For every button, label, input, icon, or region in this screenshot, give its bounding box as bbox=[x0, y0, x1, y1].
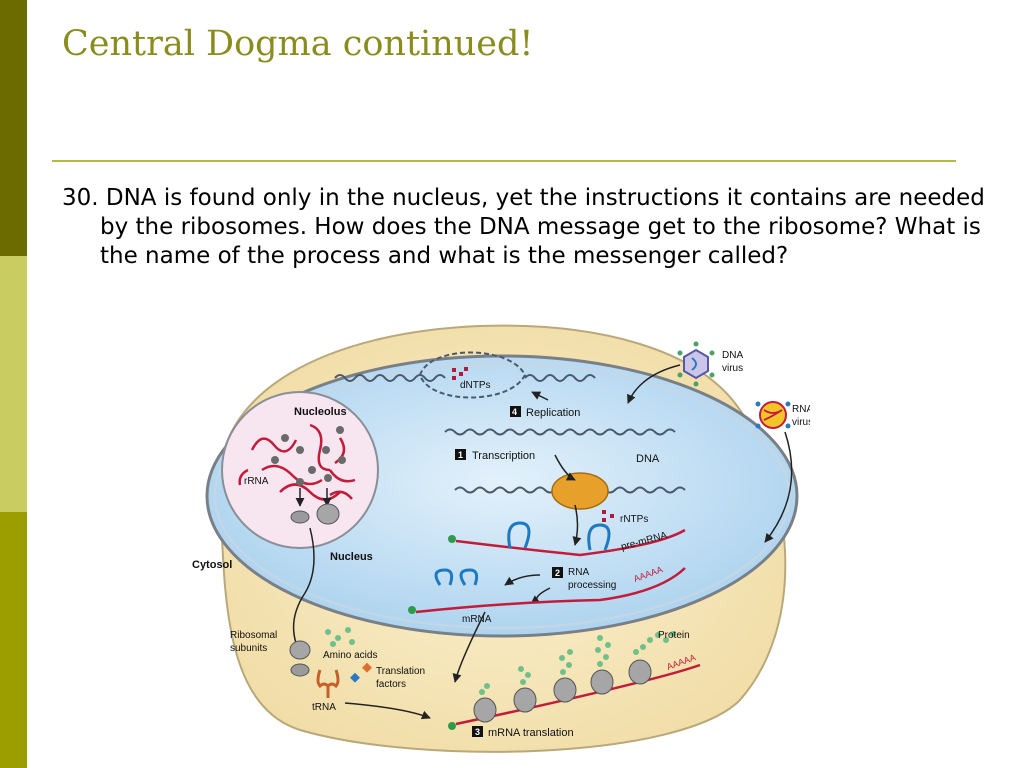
replication-dna-left bbox=[334, 374, 446, 382]
ribosomal-protein-dots bbox=[271, 426, 346, 486]
nascent-protein-chains bbox=[479, 631, 676, 695]
step-2-badge bbox=[552, 567, 563, 578]
ribosomal-subunits-label-1: Ribosomal bbox=[230, 630, 277, 641]
replication-label: Replication bbox=[526, 407, 580, 419]
amino-acids-label: Amino acids bbox=[323, 650, 377, 661]
translating-ribosomes bbox=[473, 659, 652, 723]
step-3-badge bbox=[472, 726, 483, 737]
nucleolus-label: Nucleolus bbox=[294, 406, 347, 418]
step-2-number: 2 bbox=[555, 568, 560, 578]
rna-polymerase bbox=[551, 472, 609, 510]
mrna-translation-label: mRNA translation bbox=[488, 727, 574, 739]
mrna-translation-strand bbox=[455, 663, 701, 726]
spliced-intron-1 bbox=[434, 568, 454, 586]
ribosome-large-subunit bbox=[289, 640, 311, 660]
rntps-label: rNTPs bbox=[620, 514, 648, 525]
amino-acid-dots bbox=[325, 627, 355, 647]
trna-label: tRNA bbox=[312, 702, 336, 713]
side-bar-top bbox=[0, 0, 27, 256]
rrna-strand bbox=[238, 423, 356, 501]
side-bar-bottom bbox=[0, 512, 27, 768]
dntps-label: dNTPs bbox=[460, 380, 491, 391]
cell-diagram: Nucleolus rRNA Nucleus Cytosol dNTPs 4 R… bbox=[192, 324, 813, 753]
side-bar-middle bbox=[0, 256, 27, 512]
dna-virus-label-2: virus bbox=[722, 363, 743, 374]
rrna-label: rRNA bbox=[244, 476, 269, 487]
ribosome-small-subunit bbox=[290, 663, 310, 677]
dna-virus-label-1: DNA bbox=[722, 350, 743, 361]
replication-bubble bbox=[418, 351, 527, 399]
rna-virus-label-1: RNA bbox=[792, 404, 810, 415]
protein-label: Protein bbox=[658, 630, 690, 641]
mrna-strand bbox=[415, 567, 686, 614]
step-3-number: 3 bbox=[475, 727, 480, 737]
pre-mrna-strand bbox=[455, 528, 686, 557]
title-divider bbox=[52, 160, 956, 162]
rna-virus-label-2: virus bbox=[792, 417, 810, 428]
central-dogma-figure: Nucleolus rRNA Nucleus Cytosol dNTPs 4 R… bbox=[180, 320, 813, 764]
translation-factors-label-2: factors bbox=[376, 679, 406, 690]
step-4-badge bbox=[510, 406, 521, 417]
step-4-number: 4 bbox=[512, 407, 517, 417]
transcription-label: Transcription bbox=[472, 450, 535, 462]
dna-label: DNA bbox=[636, 453, 660, 465]
cytosol-label: Cytosol bbox=[192, 559, 232, 571]
dna-strand-top bbox=[444, 428, 676, 436]
mrna-label: mRNA bbox=[462, 614, 492, 625]
rna-processing-label-2: processing bbox=[568, 580, 616, 591]
translation-factors-label-1: Translation bbox=[376, 666, 425, 677]
rna-processing-label-1: RNA bbox=[568, 567, 589, 578]
ribosomal-subunits-label-2: subunits bbox=[230, 643, 267, 654]
replication-dna-right bbox=[524, 374, 596, 382]
question-text: 30. DNA is found only in the nucleus, ye… bbox=[62, 185, 985, 269]
nucleus-label: Nucleus bbox=[330, 551, 373, 563]
step-1-number: 1 bbox=[458, 450, 463, 460]
slide-title: Central Dogma continued! bbox=[62, 24, 534, 64]
spliced-intron-2 bbox=[459, 568, 479, 586]
step-1-badge bbox=[455, 449, 466, 460]
trna-icon bbox=[316, 669, 340, 698]
